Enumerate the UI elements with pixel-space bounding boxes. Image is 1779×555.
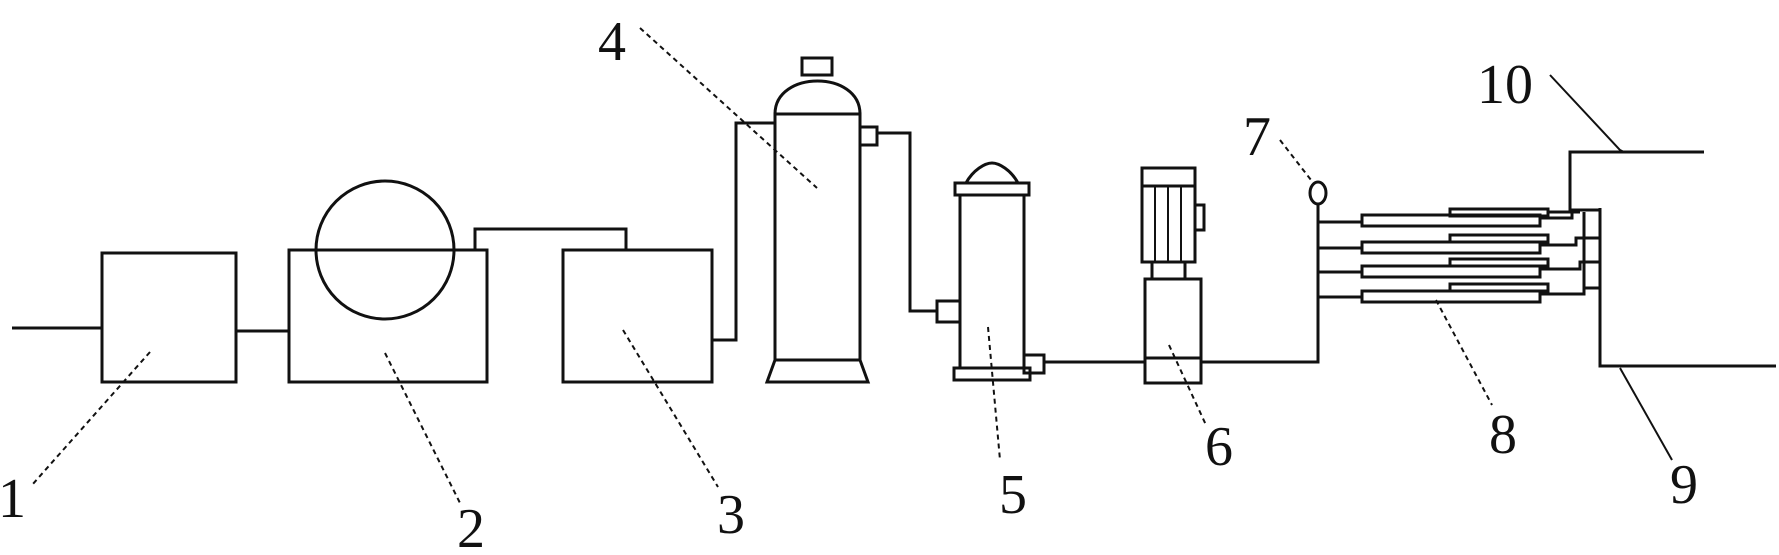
component-1-box (100, 251, 238, 384)
label-5: 5 (999, 464, 1027, 526)
component-2-tank (287, 248, 489, 384)
leader-line-7 (1279, 139, 1312, 181)
component-10-upper-wall (1568, 150, 1704, 210)
label-6: 6 (1205, 416, 1233, 478)
component-6-pump (1140, 166, 1206, 385)
label-4: 4 (598, 11, 626, 73)
component-8-tube-bundle (1318, 207, 1602, 304)
label-8: 8 (1489, 404, 1517, 466)
leader-line-5 (987, 326, 1001, 461)
component-5-filter (935, 161, 1046, 382)
label-10: 10 (1477, 54, 1533, 116)
leader-line-2 (384, 352, 462, 506)
label-9: 9 (1670, 454, 1698, 516)
leader-line-10 (1549, 74, 1625, 153)
pipe-6-manifold (1201, 220, 1320, 364)
label-3: 3 (717, 484, 745, 546)
pipe-4-5 (877, 131, 937, 313)
leader-line-6 (1168, 344, 1207, 426)
label-2: 2 (457, 498, 485, 555)
label-7: 7 (1243, 106, 1271, 168)
leader-line-1 (31, 351, 151, 486)
component-2-circular-element (314, 179, 456, 321)
leader-line-3 (622, 329, 719, 488)
leader-line-9 (1619, 367, 1673, 461)
component-7-gauge (1308, 180, 1328, 206)
leader-line-8 (1435, 299, 1493, 406)
component-3-box (561, 248, 714, 384)
label-1: 1 (0, 468, 26, 530)
pipe-3-4 (712, 121, 775, 342)
pipe-2-3 (455, 227, 628, 252)
leader-line-4 (639, 27, 818, 189)
component-4-column (764, 56, 879, 384)
component-9-lower-wall (1598, 296, 1776, 368)
